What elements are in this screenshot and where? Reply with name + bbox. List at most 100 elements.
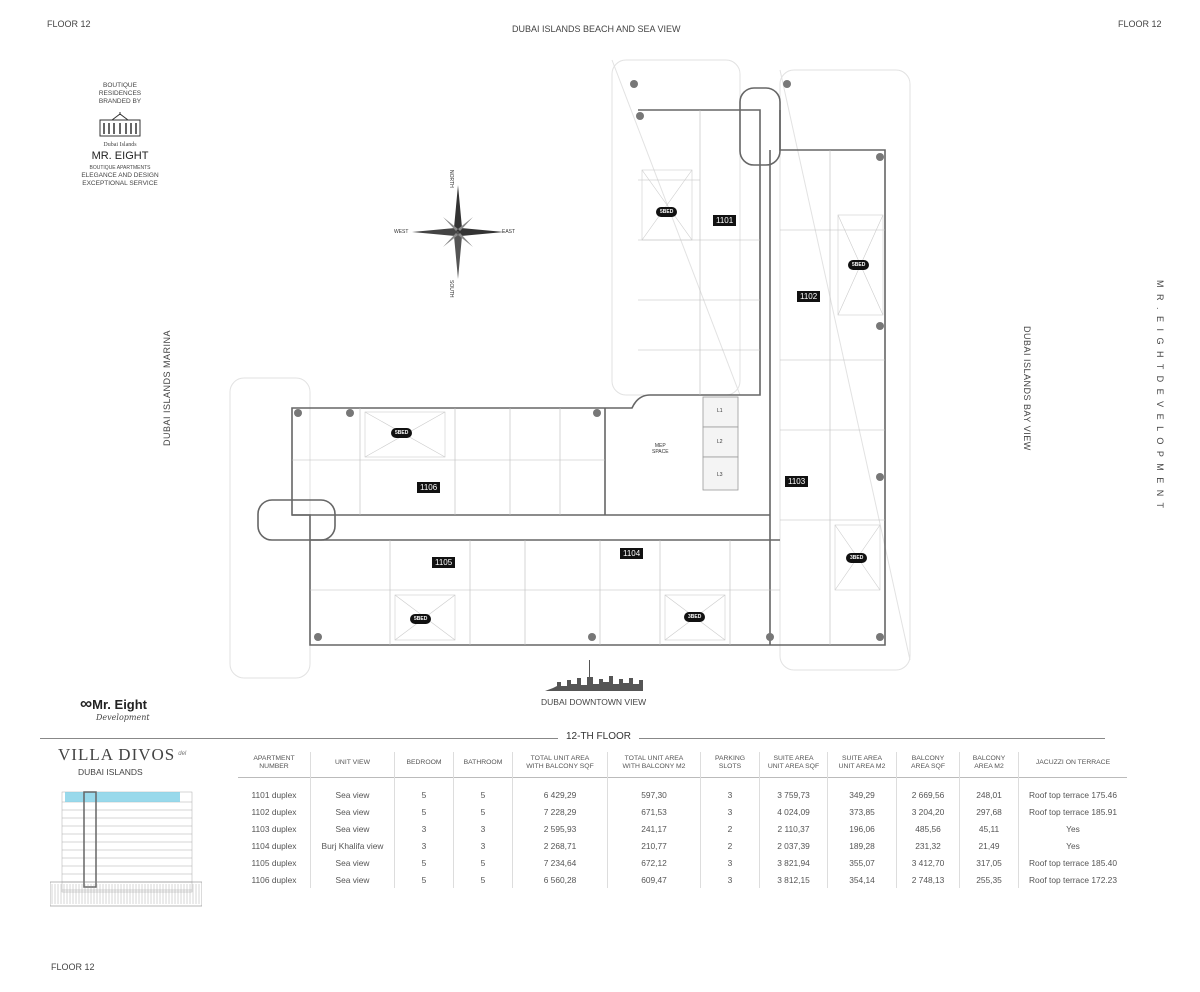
table-cell: Roof top terrace 185.91 — [1029, 806, 1117, 817]
terrace-outlines — [229, 59, 911, 679]
table-cell: 5 — [394, 803, 454, 820]
east-view-label: DUBAI ISLANDS BAY VIEW — [1022, 326, 1032, 451]
table-cell: 255,35 — [959, 871, 1019, 888]
column-header-line: TOTAL UNIT AREA — [624, 755, 684, 762]
south-view-label: DUBAI DOWNTOWN VIEW — [541, 697, 647, 707]
unit-label-1103[interactable]: 1103 — [785, 476, 809, 487]
column-header: BEDROOM — [394, 752, 454, 778]
table-cell: 1102 duplex — [238, 803, 311, 820]
interior-walls — [292, 110, 885, 645]
table-cell: 3 — [453, 820, 513, 837]
table-cell: 1103 duplex — [238, 820, 311, 837]
table-cell: 2 110,37 — [759, 820, 828, 837]
table-cell: 5 — [453, 777, 513, 803]
table-cell: 3 — [700, 777, 760, 803]
bedroom-badge: 3BED — [684, 612, 706, 622]
table-cell: 354,14 — [827, 871, 897, 888]
table-cell: 609,47 — [607, 871, 701, 888]
table-cell: 3 204,20 — [896, 803, 960, 820]
unit-label-1102[interactable]: 1102 — [797, 291, 821, 302]
table-cell: 5 — [453, 854, 513, 871]
table-cell: 672,12 — [607, 854, 701, 871]
table-cell: Sea view — [310, 820, 395, 837]
dev-logo-subtitle: Development — [96, 713, 150, 722]
table-cell: 3 — [394, 820, 454, 837]
table-cell: 1101 duplex — [238, 777, 311, 803]
table-cell: Sea view — [310, 777, 395, 803]
table-cell: 349,29 — [827, 777, 897, 803]
table-cell: 45,11 — [959, 820, 1019, 837]
lift-label: L2 — [717, 439, 723, 445]
brand-tagline-line: ELEGANCE AND DESIGN — [81, 172, 159, 179]
table-cell: 373,85 — [827, 803, 897, 820]
table-cell: Burj Khalifa view — [310, 837, 395, 854]
column-header-line: APARTMENT — [253, 755, 295, 762]
unit-label-1105[interactable]: 1105 — [432, 557, 456, 568]
column-header-line: WITH BALCONY SQF — [526, 763, 594, 770]
bedroom-badge: 5BED — [410, 614, 432, 624]
floor-label-top-left: FLOOR 12 — [47, 19, 91, 29]
skyline-icon — [545, 660, 643, 691]
unit-label-1104[interactable]: 1104 — [620, 548, 644, 559]
lift-label: L1 — [717, 408, 723, 414]
table-cell: 1104 duplex — [238, 837, 311, 854]
table-cell: 2 595,93 — [512, 820, 608, 837]
table-cell: 4 024,09 — [759, 803, 828, 820]
table-cell: 21,49 — [959, 837, 1019, 854]
villa-divos-logo-text: VILLA DIVOS — [58, 745, 176, 764]
table-cell: 2 669,56 — [896, 777, 960, 803]
compass-west-label: WEST — [394, 229, 409, 235]
column-header-line: SUITE AREA — [841, 755, 883, 762]
compass-north-label: NORTH — [448, 170, 454, 188]
table-cell: 210,77 — [607, 837, 701, 854]
table-cell: 231,32 — [896, 837, 960, 854]
building-logo-icon — [99, 112, 141, 137]
table-cell: 2 — [700, 837, 760, 854]
column-header-line: PARKING — [714, 755, 746, 762]
column-header-line: TOTAL UNIT AREA — [530, 755, 590, 762]
dev-logo-text: Mr. Eight — [92, 697, 148, 712]
mep-label-line: MEP — [654, 443, 666, 449]
unit-label-1101[interactable]: 1101 — [713, 215, 737, 226]
logo-caption: Dubai Islands — [103, 142, 137, 148]
side-brand-text: M R . E I G H T D E V E L O P M E N T — [1155, 280, 1165, 511]
table-cell: 2 037,39 — [759, 837, 828, 854]
lift-label: L3 — [717, 472, 723, 478]
floor-label-top-right: FLOOR 12 — [1118, 19, 1162, 29]
column-header-line: SLOTS — [718, 763, 742, 770]
column-header-line: WITH BALCONY M2 — [622, 763, 686, 770]
column-header-line: BALCONY — [972, 755, 1006, 762]
building-elevation-icon — [50, 791, 202, 907]
highlighted-floor — [65, 792, 180, 802]
table-cell: Yes — [1066, 823, 1080, 834]
brand-intro-line: BRANDED BY — [98, 98, 142, 105]
table-cell: Sea view — [310, 871, 395, 888]
column-header-line: NUMBER — [259, 763, 289, 770]
brand-tagline-line: EXCEPTIONAL SERVICE — [82, 180, 158, 187]
bedroom-badge: 3BED — [846, 553, 868, 563]
floor-plan — [229, 59, 911, 679]
column-header-line: UNIT AREA SQF — [767, 763, 820, 770]
table-cell: 3 412,70 — [896, 854, 960, 871]
table-cell: 7 234,64 — [512, 854, 608, 871]
column-header-line: UNIT VIEW — [335, 759, 370, 766]
lift-core — [702, 396, 739, 491]
table-cell: 248,01 — [959, 777, 1019, 803]
column-header: JACUZZI ON TERRACE — [1019, 752, 1128, 778]
unit-label-1106[interactable]: 1106 — [417, 482, 441, 493]
project-subtitle: DUBAI ISLANDS — [78, 767, 143, 777]
bedroom-x-marks — [364, 169, 884, 641]
column-header-line: AREA M2 — [974, 763, 1004, 770]
brand-block: BOUTIQUE RESIDENCES BRANDED BY Dubai Isl… — [60, 82, 180, 188]
